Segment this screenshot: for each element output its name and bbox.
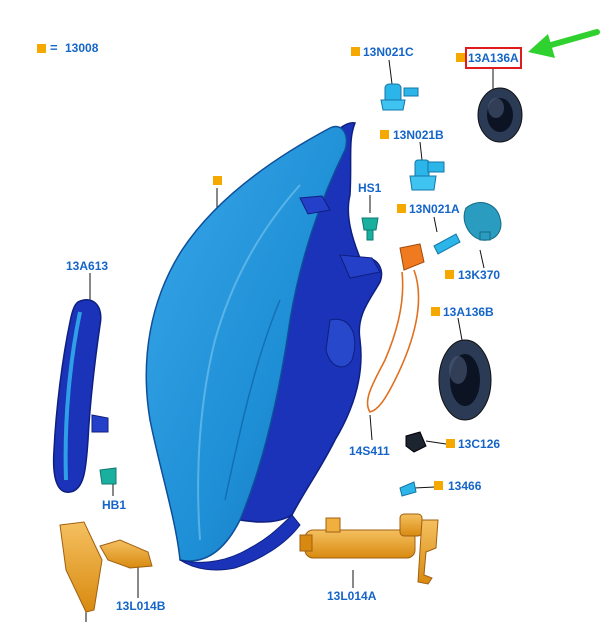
label-13C126[interactable]: 13C126 [458, 437, 501, 451]
label-13A136B[interactable]: 13A136B [443, 305, 494, 319]
label-14S411[interactable]: 14S411 [349, 444, 390, 458]
marker-13N021C [351, 47, 360, 56]
legend-equals: = [50, 40, 58, 55]
marker-13K370 [445, 270, 454, 279]
headlamp-lens [145, 125, 348, 562]
leader-lines [85, 59, 494, 622]
bezel-cover [59, 521, 103, 613]
label-13L014A[interactable]: 13L014A [327, 589, 377, 603]
marker-13466 [434, 481, 443, 490]
label-13L014B[interactable]: 13L014B [116, 599, 166, 613]
wiring-connector [399, 243, 425, 271]
washer-nozzle-13L014A [299, 513, 439, 585]
marker-13N021A [397, 204, 406, 213]
highlight-box [465, 47, 522, 69]
label-13A613[interactable]: 13A613 [66, 259, 109, 273]
label-13N021C[interactable]: 13N021C [363, 45, 414, 59]
label-13K370[interactable]: 13K370 [458, 268, 501, 282]
bulb-13N021A [433, 233, 461, 255]
marker-13A136B [431, 307, 440, 316]
part-13C126 [405, 431, 427, 453]
label-HB1[interactable]: HB1 [102, 498, 127, 512]
marker-13N021B [380, 130, 389, 139]
gasket-13A136A [477, 87, 523, 143]
label-13A136A[interactable]: 13A136A [468, 51, 519, 65]
pointer-arrow [528, 29, 600, 58]
legend-code: 13008 [65, 41, 99, 55]
part-13466 [399, 481, 417, 497]
gasket-13A136B [438, 339, 492, 421]
marker-13008 [213, 176, 222, 185]
clip-HB1 [99, 467, 117, 485]
wiring-harness-14S411 [366, 269, 420, 413]
bulb-13N021C [380, 83, 419, 111]
label-13N021B[interactable]: 13N021B [393, 128, 444, 142]
bulb-HS1 [361, 217, 379, 241]
label-13N021A[interactable]: 13N021A [409, 202, 460, 216]
label-13466[interactable]: 13466 [448, 479, 482, 493]
marker-13C126 [446, 439, 455, 448]
washer-nozzle-13L014B [99, 539, 153, 569]
bulb-13N021B [409, 159, 445, 191]
label-HS1[interactable]: HS1 [358, 181, 382, 195]
socket-13K370 [463, 202, 502, 241]
legend-marker [37, 44, 46, 53]
marker-13A136A [456, 53, 465, 62]
